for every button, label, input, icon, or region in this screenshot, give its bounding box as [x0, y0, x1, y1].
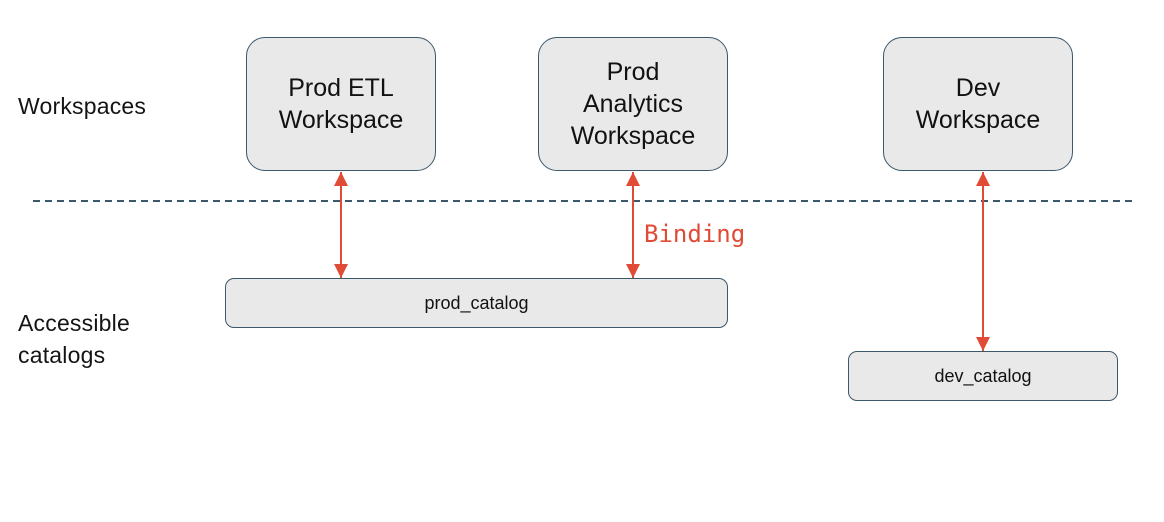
- workspaces-row-label: Workspaces: [18, 93, 147, 119]
- workspace-box-dev: Dev Workspace: [883, 37, 1073, 171]
- accessible-catalogs-row-label: Accessible catalogs: [18, 310, 130, 368]
- catalog-bar-dev: dev_catalog: [848, 351, 1118, 401]
- workspace-box-prod-analytics: Prod Analytics Workspace: [538, 37, 728, 171]
- binding-arrow-prod-etl-to-prod-catalog: [334, 172, 348, 278]
- binding-annotation-label: Binding: [644, 220, 746, 248]
- workspace-box-label: Dev Workspace: [915, 74, 1041, 134]
- workspace-catalog-boundary-divider: [33, 200, 1133, 202]
- catalog-bar-label: prod_catalog: [424, 292, 529, 313]
- binding-arrow-dev-to-dev-catalog: [976, 172, 990, 351]
- catalog-bar-prod: prod_catalog: [225, 278, 728, 328]
- workspace-box-label: Prod Analytics Workspace: [570, 58, 696, 150]
- workspace-box-prod-etl: Prod ETL Workspace: [246, 37, 436, 171]
- binding-arrow-prod-analytics-to-prod-catalog: [626, 172, 640, 278]
- catalog-bar-label: dev_catalog: [934, 365, 1032, 386]
- workspace-box-label: Prod ETL Workspace: [278, 74, 404, 134]
